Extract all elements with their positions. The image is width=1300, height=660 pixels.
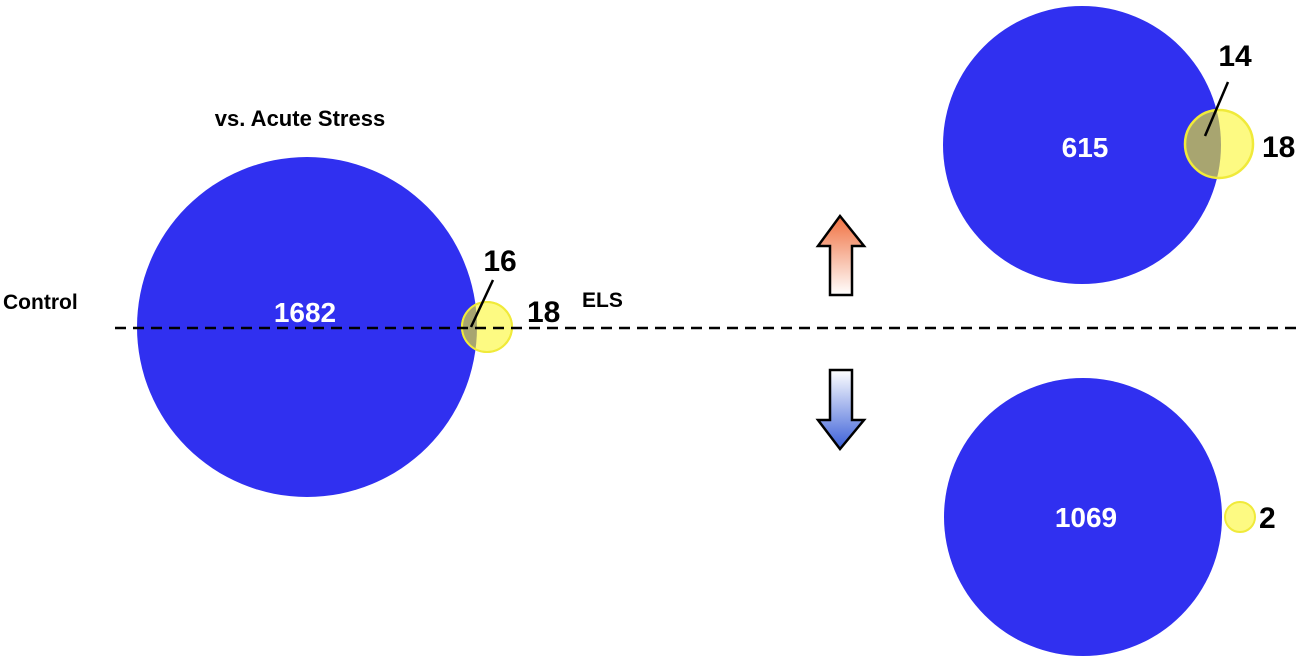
- arrow-down-icon: [815, 368, 867, 452]
- up-control-circle: [943, 6, 1221, 284]
- arrow-up-icon: [815, 213, 867, 297]
- overlap-region: [462, 302, 477, 352]
- up-els-count: 18: [1262, 131, 1295, 164]
- up-venn: 615 14 18: [943, 6, 1295, 284]
- down-els-circle: [1224, 501, 1256, 533]
- up-overlap-count: 14: [1218, 40, 1252, 73]
- control-count: 1682: [274, 297, 336, 328]
- els-label: ELS: [582, 289, 623, 312]
- up-overlap-region: [1185, 110, 1221, 178]
- up-leader-line: [1203, 81, 1230, 137]
- left-title: vs. Acute Stress: [215, 106, 385, 131]
- up-control-count: 615: [1062, 132, 1109, 163]
- els-count: 18: [527, 296, 560, 329]
- overlap-count: 16: [483, 245, 516, 278]
- overlap-leader-line: [469, 279, 495, 328]
- down-els-count: 2: [1259, 502, 1276, 535]
- up-els-circle-outline: [1183, 108, 1255, 180]
- down-control-count: 1069: [1055, 502, 1117, 533]
- left-venn: vs. Acute Stress Control ELS 1682 16 18: [3, 106, 623, 497]
- down-control-circle: [944, 378, 1222, 656]
- down-venn: 1069 2: [944, 378, 1276, 656]
- control-label: Control: [3, 291, 78, 314]
- control-circle: [137, 157, 477, 497]
